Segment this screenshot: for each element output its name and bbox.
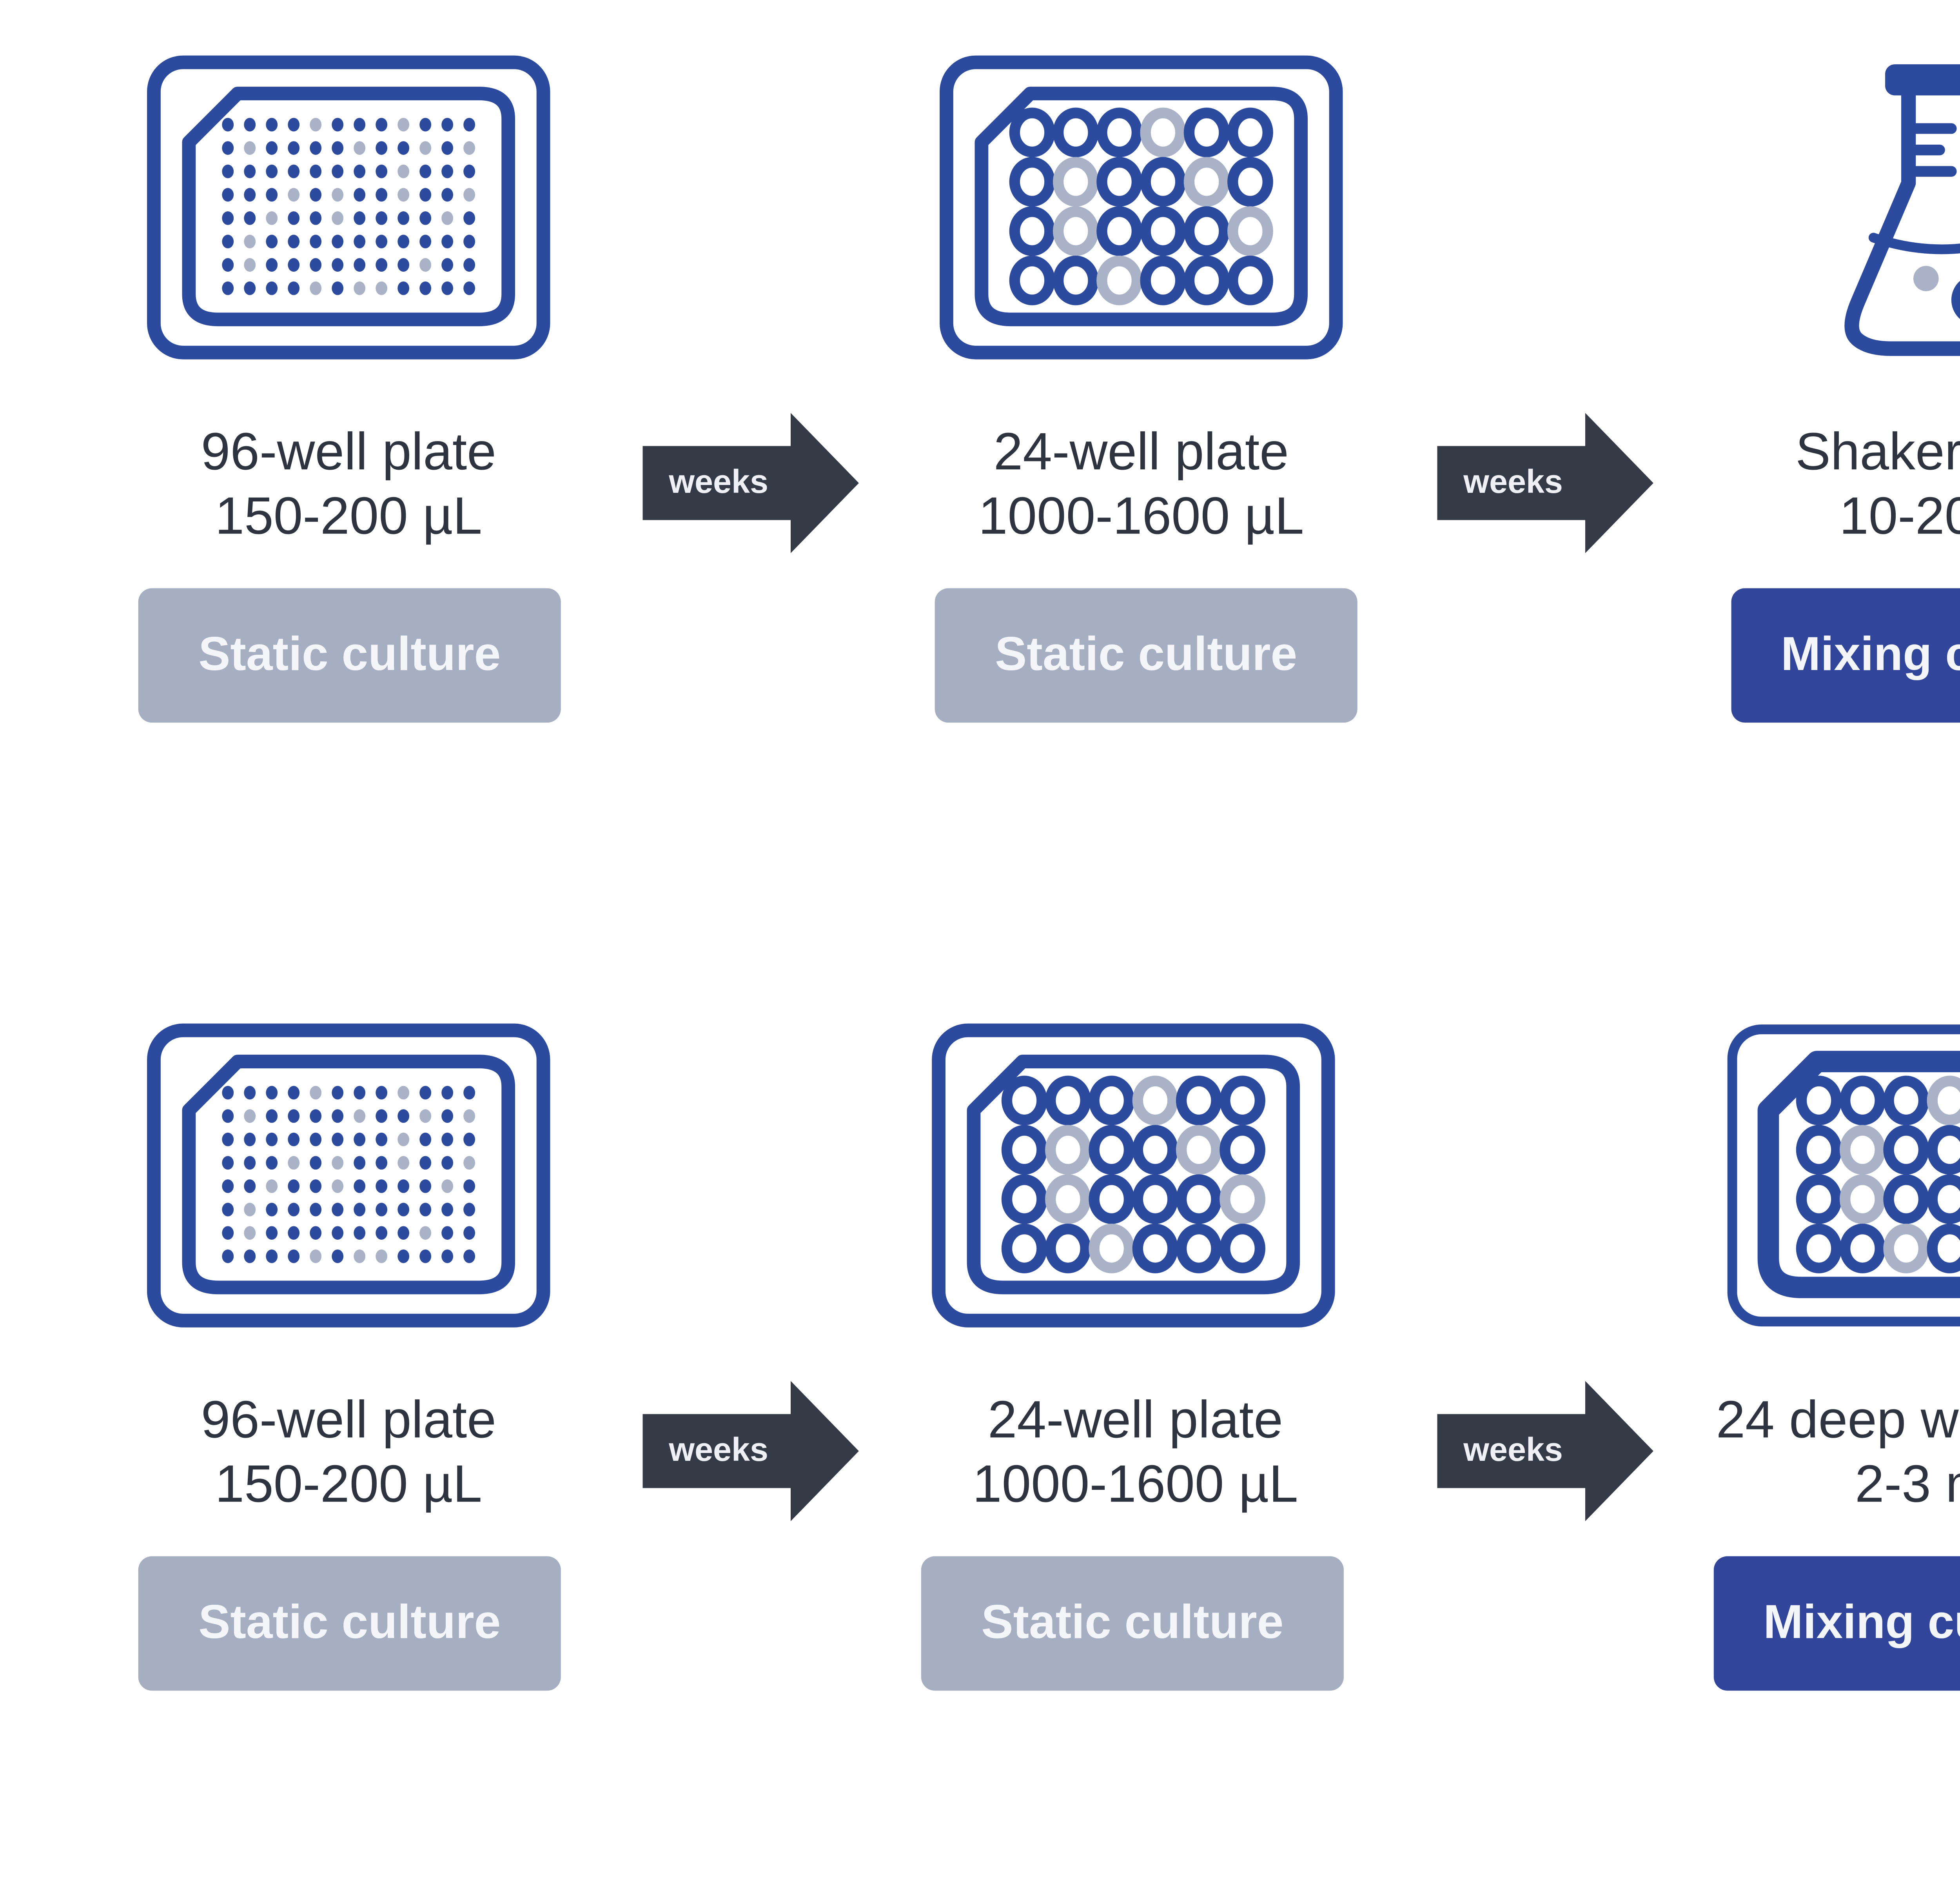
culture-badge: Mixing culture — [1713, 1556, 1960, 1691]
item-name-line2: 150-200 µL — [215, 487, 482, 546]
culture-badge: Static culture — [138, 588, 561, 723]
culture-badge-label: Mixing culture — [1763, 1596, 1960, 1649]
item-name-line1: 96-well plate — [201, 1391, 496, 1449]
weeks-arrow-label: weeks — [669, 1431, 768, 1469]
weeks-arrow-label: weeks — [1463, 463, 1563, 501]
item-name-line2: 1000-1600 µL — [972, 1455, 1298, 1514]
item-name-line2: 10-20 ml — [1839, 487, 1960, 546]
item-name-line1: 24-well plate — [987, 1391, 1283, 1449]
item-name: 96-well plate 150-200 µL — [56, 421, 641, 549]
culture-badge-label: Mixing culture — [1781, 628, 1960, 681]
24-deep-well-plate-icon — [1726, 1022, 1960, 1328]
culture-badge-label: Static culture — [995, 628, 1298, 681]
96-well-plate-icon — [146, 54, 551, 360]
weeks-arrow-icon: weeks — [642, 413, 859, 553]
weeks-arrow-label: weeks — [1463, 1431, 1563, 1469]
item-name-line1: 96-well plate — [201, 423, 496, 481]
item-name: 24 deep well plate 2-3 ml — [1636, 1389, 1960, 1517]
culture-badge: Static culture — [935, 588, 1357, 723]
item-name: 24-well plate 1000-1600 µL — [849, 421, 1433, 549]
shaker-flask-icon — [1833, 54, 1960, 362]
item-name: 24-well plate 1000-1600 µL — [843, 1389, 1427, 1517]
item-name-line2: 150-200 µL — [215, 1455, 482, 1514]
culture-badge: Static culture — [138, 1556, 561, 1691]
24-well-plate-icon — [939, 54, 1344, 360]
weeks-arrow-icon: weeks — [642, 1381, 859, 1522]
weeks-arrow-icon: weeks — [1437, 413, 1653, 553]
culture-badge-label: Static culture — [198, 1596, 501, 1649]
24-well-plate-icon — [931, 1022, 1336, 1328]
item-name: Shaker-flask 10-20 ml — [1650, 421, 1960, 549]
item-name-line1: Shaker-flask — [1795, 423, 1960, 481]
culture-badge: Static culture — [921, 1556, 1344, 1691]
item-name-line2: 2-3 ml — [1855, 1455, 1960, 1514]
culture-badge-label: Static culture — [198, 628, 501, 681]
weeks-arrow-label: weeks — [669, 463, 768, 501]
item-name-line1: 24 deep well plate — [1716, 1391, 1960, 1449]
item-name-line2: 1000-1600 µL — [978, 487, 1304, 546]
weeks-arrow-icon: weeks — [1437, 1381, 1653, 1522]
item-name-line1: 24-well plate — [993, 423, 1289, 481]
culture-badge: Mixing culture — [1731, 588, 1960, 723]
item-name: 96-well plate 150-200 µL — [56, 1389, 641, 1517]
96-well-plate-icon — [146, 1022, 551, 1328]
culture-badge-label: Static culture — [981, 1596, 1284, 1649]
